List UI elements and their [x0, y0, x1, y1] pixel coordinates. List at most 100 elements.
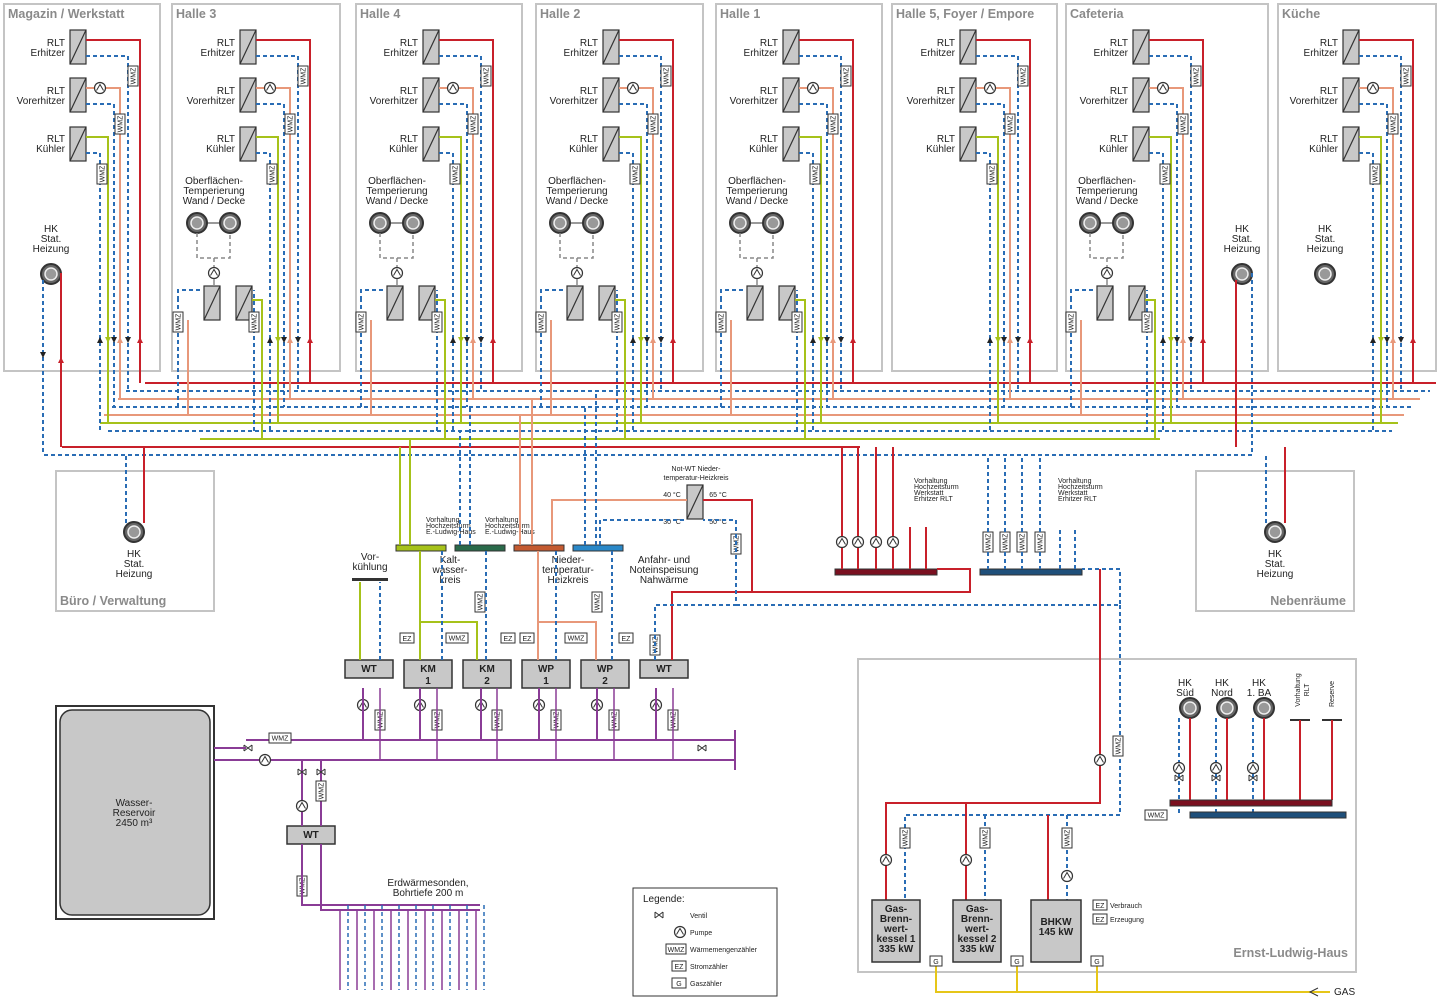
rlt-heater-label: RLT — [400, 38, 418, 49]
rlt-preheater-label: Vorerhitzer — [1290, 96, 1339, 107]
notwt-supply — [551, 499, 687, 545]
elh-hk-label: HK — [1215, 678, 1229, 689]
wmz-label: WMZ — [270, 165, 277, 182]
flow-arrow — [838, 337, 844, 343]
manifold-bar — [352, 578, 388, 581]
flow-arrow — [658, 337, 664, 343]
gas-line — [935, 962, 1330, 993]
hk-label: Heizung — [1224, 244, 1261, 255]
surface-cool — [1145, 299, 1156, 439]
rlt-preheater-label: Vorerhitzer — [550, 96, 599, 107]
valve-icon — [1174, 774, 1184, 782]
rlt-heater — [1132, 29, 1150, 65]
flow-arrow — [1001, 337, 1007, 343]
surface-pump-icon — [210, 268, 218, 276]
pump-icon — [854, 537, 862, 545]
legend-item: Gaszähler — [690, 981, 723, 988]
zone-title: Halle 3 — [176, 7, 216, 21]
reservoir-tank — [59, 709, 211, 916]
gas-label: GAS — [1334, 987, 1355, 998]
wmz-meter — [1159, 163, 1171, 185]
radiator-icon — [586, 216, 600, 230]
preheater-pump-icon — [263, 81, 277, 95]
rlt-heater-return — [439, 55, 482, 391]
wmz-meter — [827, 113, 839, 135]
zone-title: Magazin / Werkstatt — [8, 7, 125, 21]
wmz-meter — [1112, 735, 1124, 757]
pump-icon — [962, 855, 970, 863]
flow-arrow — [1410, 337, 1416, 343]
rlt-cooler — [239, 126, 257, 162]
rlt-cooler-return — [1359, 152, 1374, 431]
surface-return — [379, 233, 414, 259]
temp-label: 65 °C — [709, 491, 727, 499]
legend-title: Legende: — [643, 894, 685, 905]
gas-boiler-label: wert- — [964, 924, 989, 935]
wmz-meter — [1400, 65, 1412, 87]
ez-meter — [500, 632, 516, 644]
startup-link-return — [736, 568, 1121, 606]
surface-hx — [598, 285, 616, 321]
rlt-cooler-label: Kühler — [206, 144, 236, 155]
wmz-meter — [284, 113, 296, 135]
wmz-label: WMZ — [1021, 67, 1028, 84]
wmz-label: WMZ — [435, 711, 442, 728]
ez-label: EZ — [1096, 917, 1106, 924]
rlt-preheater-return — [799, 103, 828, 407]
startup-link — [752, 568, 971, 593]
valve-icon — [697, 744, 707, 752]
rlt-preheater-return — [1149, 103, 1178, 407]
wmz-meter — [1141, 311, 1153, 333]
wmz-meter — [1017, 65, 1029, 87]
wmz-meter — [979, 827, 991, 849]
ez-meter — [1092, 913, 1108, 925]
surface-hx — [235, 285, 253, 321]
reservoir-label: Reservoir — [113, 808, 156, 819]
hk-radiator-icon — [1235, 267, 1249, 281]
pump-icon — [851, 535, 865, 549]
hk-label: Heizung — [1307, 244, 1344, 255]
hk-label: HK — [1235, 224, 1249, 235]
wmz-label: WMZ — [651, 115, 658, 132]
manifold-label: Hochzeitsturm — [914, 484, 959, 491]
preheater-pump-icon — [809, 83, 817, 91]
cold-water-label: wasser- — [431, 565, 467, 576]
surface-pump-icon — [207, 266, 221, 280]
generator-label: 1 — [543, 676, 549, 687]
generator-label: 2 — [484, 676, 490, 687]
hk-label: Stat. — [124, 559, 145, 570]
surface-cool — [615, 299, 626, 439]
legend-item: Stromzähler — [690, 964, 728, 971]
rlt-cooler-label: Kühler — [1309, 144, 1339, 155]
zone-frame — [355, 3, 523, 372]
rlt-heater-return — [256, 55, 299, 391]
zone-frame — [715, 3, 883, 372]
rlt-cooler-supply — [799, 136, 822, 423]
wmz-label: WMZ — [844, 67, 851, 84]
pump-icon — [298, 801, 306, 809]
surface-temp-label: Wand / Decke — [726, 196, 789, 207]
borehole-header — [320, 844, 480, 911]
surface-pump-icon — [570, 266, 584, 280]
hk-label: Heizung — [1257, 569, 1294, 580]
reservoir-label: 2450 m³ — [116, 818, 153, 829]
rlt-preheater-label: RLT — [1320, 86, 1338, 97]
rlt-preheater — [422, 77, 440, 113]
wmz-meter — [535, 311, 547, 333]
hk-label: Stat. — [41, 234, 62, 245]
rlt-cooler-label: RLT — [47, 134, 65, 145]
rlt-heater-supply — [976, 39, 1031, 383]
hk-label: HK — [127, 549, 141, 560]
generator-unit — [344, 659, 394, 679]
rlt-cooler — [1132, 126, 1150, 162]
preheater-pump-icon — [1366, 81, 1380, 95]
wmz-label: WMZ — [539, 313, 546, 330]
rlt-preheater-label: RLT — [1110, 86, 1128, 97]
wmz-meter — [355, 311, 367, 333]
zone-frame — [1277, 3, 1437, 372]
ez-meter — [1092, 899, 1108, 911]
manifold-label: Werkstatt — [1058, 490, 1087, 497]
wmz-label: WMZ — [435, 313, 442, 330]
surface-temp-label: Wand / Decke — [546, 196, 609, 207]
reserve-label: Reserve — [1329, 681, 1336, 707]
